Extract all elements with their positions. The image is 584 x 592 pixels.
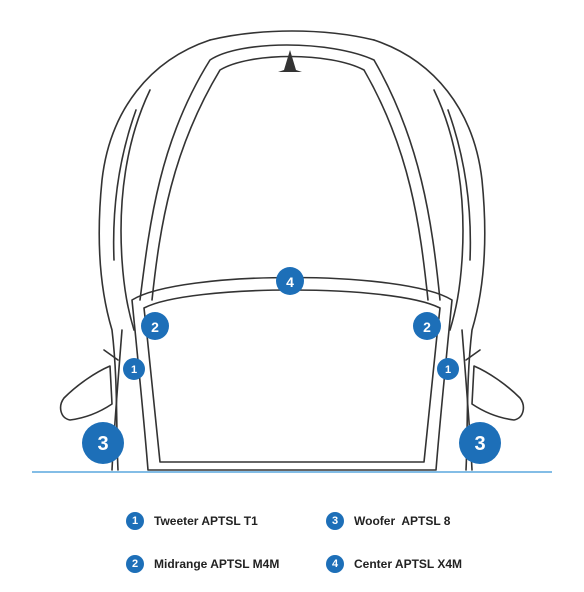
svg-text:2: 2 <box>423 319 431 335</box>
left-mirror <box>59 365 113 421</box>
windshield-outer <box>131 276 453 471</box>
legend-badge: 4 <box>326 555 344 573</box>
legend-badge: 3 <box>326 512 344 530</box>
legend-label: Center APTSL X4M <box>354 557 463 571</box>
svg-text:3: 3 <box>97 433 108 455</box>
svg-text:4: 4 <box>286 274 294 290</box>
legend-item-tweeter: 1 Tweeter APTSL T1 <box>126 509 258 533</box>
windshield-inner <box>143 289 441 463</box>
svg-text:1: 1 <box>445 364 451 376</box>
marker-midrange-right: 2 <box>413 312 441 340</box>
legend-item-center: 4 Center APTSL X4M <box>326 552 462 576</box>
car-outline <box>59 30 525 471</box>
legend-label: Woofer APTSL 8 <box>354 514 451 528</box>
left-fender-line <box>120 89 151 331</box>
top-edge <box>209 30 375 41</box>
hood-inner-line <box>151 55 429 301</box>
hood-outline <box>139 44 441 301</box>
legend-badge: 1 <box>126 512 144 530</box>
right-fender-line-2 <box>447 109 472 261</box>
marker-midrange-left: 2 <box>141 312 169 340</box>
svg-text:2: 2 <box>151 319 159 335</box>
svg-text:3: 3 <box>474 433 485 455</box>
left-fender-line-2 <box>112 109 137 261</box>
legend-label: Midrange APTSL M4M <box>154 557 280 571</box>
right-mirror-stem <box>465 349 481 361</box>
marker-woofer-right: 3 <box>459 422 501 464</box>
marker-tweeter-right: 1 <box>437 358 459 380</box>
legend-item-woofer: 3 Woofer APTSL 8 <box>326 509 450 533</box>
marker-tweeter-left: 1 <box>123 358 145 380</box>
left-mirror-stem <box>103 349 119 361</box>
svg-text:1: 1 <box>131 364 137 376</box>
legend-badge: 2 <box>126 555 144 573</box>
right-fender-line <box>433 89 464 331</box>
right-mirror <box>471 365 525 421</box>
legend-item-midrange: 2 Midrange APTSL M4M <box>126 552 279 576</box>
hood-emblem-icon <box>278 50 302 72</box>
legend-label: Tweeter APTSL T1 <box>154 514 258 528</box>
marker-woofer-left: 3 <box>82 422 124 464</box>
marker-center: 4 <box>276 267 304 295</box>
